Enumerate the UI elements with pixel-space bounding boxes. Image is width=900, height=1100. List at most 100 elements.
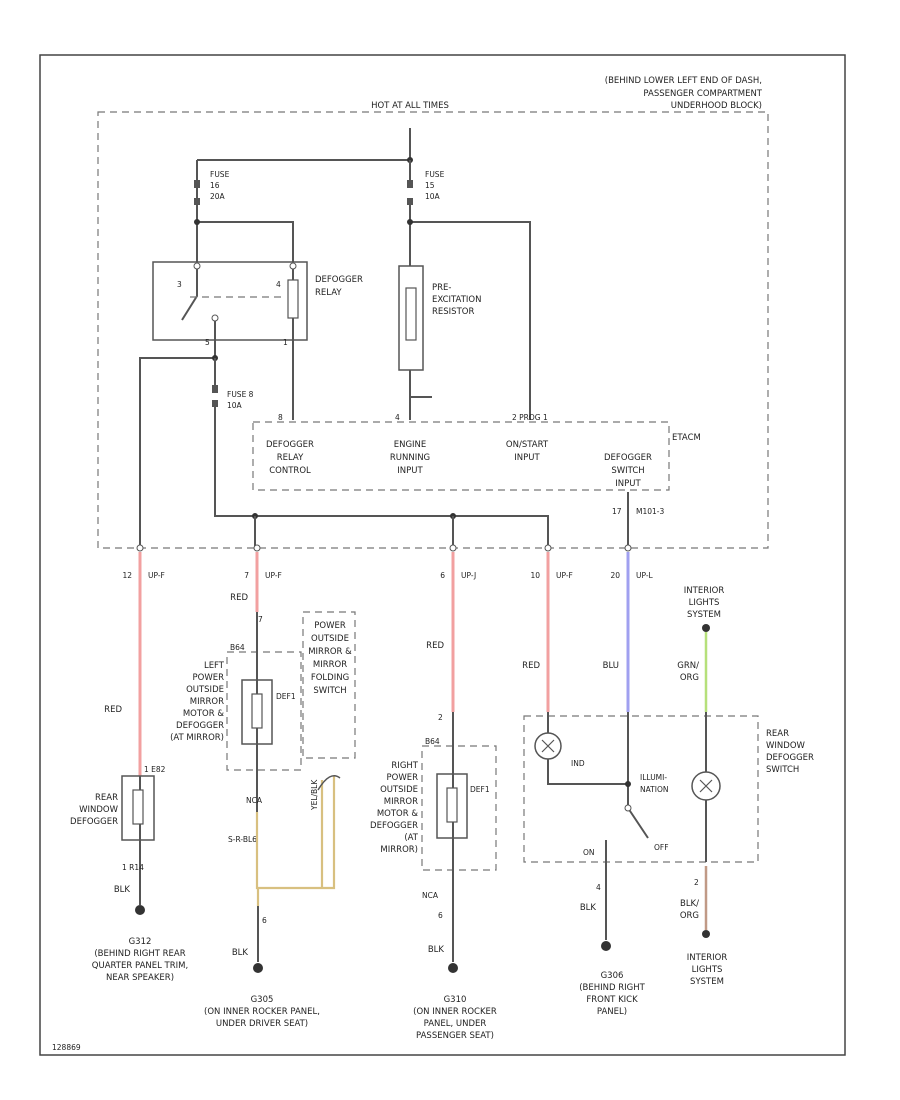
exit-terminal-1 [253, 544, 261, 552]
pre-excitation-resistor [398, 265, 424, 371]
right-mirror-name-3: OUTSIDE [380, 785, 418, 795]
fuse15-label-2: 15 [425, 181, 435, 190]
input-switch-1: DEFOGGER [604, 453, 652, 463]
input-engine-running-1: ENGINE [394, 440, 427, 450]
defogger-relay-box [152, 261, 308, 341]
fold-switch-name-1: POWER [314, 621, 346, 631]
right-mirror-pin-bottom: 6 [438, 911, 443, 920]
fuse16-label-2: 16 [210, 181, 220, 190]
switch-on-pin: 4 [596, 883, 601, 892]
right-mirror-wire-label: RED [426, 641, 444, 651]
g310-name: G310 [444, 995, 467, 1005]
on-start-input-wire [410, 221, 531, 420]
exit-terminal-3 [544, 544, 552, 552]
rear-defogger-name-2: WINDOW [79, 805, 119, 815]
location-line-2: PASSENGER COMPARTMENT [643, 89, 762, 99]
resistor-element-icon [405, 287, 417, 341]
defogger-switch-boundary [523, 715, 759, 863]
left-mirror-pin-top: 7 [258, 615, 263, 624]
switch-internal-junction [625, 781, 631, 787]
switch-on-wire-label: BLK [580, 903, 597, 913]
fold-switch-name-4: MIRROR [313, 660, 347, 670]
fuse8-label-1: FUSE 8 [227, 390, 254, 399]
input-switch-3: INPUT [615, 479, 641, 489]
switch-off-label: OFF [654, 843, 669, 852]
fuse15-label-1: FUSE [425, 170, 445, 179]
right-mirror-name-1: RIGHT [391, 761, 418, 771]
input-on-start-1: ON/START [506, 440, 549, 450]
input-relay-control-1: DEFOGGER [266, 440, 314, 450]
input-switch-2: SWITCH [611, 466, 644, 476]
illumination-label-2: NATION [640, 785, 668, 794]
relay-name-2: RELAY [315, 288, 342, 298]
exit-conn-4: UP-L [636, 571, 654, 580]
etacm-pin-b: 4 [395, 413, 400, 422]
left-mirror-name-5: MOTOR & [183, 709, 225, 719]
switch-name-1: REAR [766, 729, 789, 739]
relay-pin-top-right: 4 [276, 280, 281, 289]
exit-terminal-0 [136, 544, 144, 552]
input-relay-control-3: CONTROL [269, 466, 311, 476]
fuse16-icon-b [194, 198, 200, 205]
g306-desc-1: (BEHIND RIGHT [579, 983, 645, 993]
right-mirror-name-5: MOTOR & [377, 809, 419, 819]
relay-terminal-4 [289, 262, 297, 270]
fuse8-icon [212, 385, 218, 393]
right-mirror-name-6: DEFOGGER [370, 821, 418, 831]
exit-conn-2: UP-J [461, 571, 476, 580]
g312-desc-2: QUARTER PANEL TRIM, [92, 961, 188, 971]
switch-name-2: WINDOW [766, 741, 806, 751]
ils-top-1: INTERIOR [684, 586, 725, 596]
g305-desc-1: (ON INNER ROCKER PANEL, [204, 1007, 320, 1017]
input-on-start-2: INPUT [514, 453, 540, 463]
exit-conn-1: UP-F [265, 571, 282, 580]
input-engine-running-3: INPUT [397, 466, 423, 476]
fuse16-label-1: FUSE [210, 170, 230, 179]
left-mirror-name-4: MIRROR [190, 697, 224, 707]
switch-name-3: DEFOGGER [766, 753, 814, 763]
fold-switch-name-5: FOLDING [311, 673, 349, 683]
ground-g305-symbol [253, 963, 263, 973]
ils-top-3: SYSTEM [687, 610, 721, 620]
exit-pin-0: 12 [122, 571, 132, 580]
brown-wire-label-2: ORG [680, 911, 699, 921]
rear-defogger-wire-bottom: BLK [114, 885, 131, 895]
g312-desc-3: NEAR SPEAKER) [106, 973, 174, 983]
left-mirror-wire-bottom: BLK [232, 948, 249, 958]
left-mirror-name-7: (AT MIRROR) [170, 733, 224, 743]
right-mirror-element: DEF1 [470, 785, 490, 794]
fuse15-junction [407, 219, 413, 225]
illumination-lamp-cross [699, 779, 713, 793]
relay-feed-junction [194, 219, 200, 225]
g312-name: G312 [129, 937, 152, 947]
ground-g310-symbol [448, 963, 458, 973]
right-mirror-wire-bottom: BLK [428, 945, 445, 955]
ils-top-node [702, 624, 710, 632]
left-mirror-name-2: POWER [193, 673, 225, 683]
fuse8-icon-b [212, 400, 218, 407]
resistor-name-1: PRE- [432, 283, 451, 293]
switch-name-4: SWITCH [766, 765, 799, 775]
green-wire-label-2: ORG [680, 673, 699, 683]
switch-contact[interactable] [627, 807, 649, 839]
location-line-1: (BEHIND LOWER LEFT END OF DASH, [605, 76, 762, 86]
etacm-module-boundary [252, 421, 670, 491]
fuse15-icon-b [407, 198, 413, 205]
relay-coil-icon [287, 279, 299, 319]
ground-g312-symbol [135, 905, 145, 915]
left-mirror-harness: YEL/BLK [310, 779, 319, 811]
right-mirror-pin-top: 2 [438, 713, 443, 722]
exit-pin-1: 7 [244, 571, 249, 580]
right-mirror-name-4: MIRROR [384, 797, 418, 807]
fold-switch-name-3: MIRROR & [308, 647, 352, 657]
input-relay-control-2: RELAY [277, 453, 304, 463]
right-mirror-name-7: (AT [404, 833, 418, 843]
g306-desc-2: FRONT KICK [586, 995, 638, 1005]
relay-output-wire [139, 340, 216, 548]
relay-contact-switch [181, 269, 198, 321]
left-mirror-name-3: OUTSIDE [186, 685, 224, 695]
g305-desc-2: UNDER DRIVER SEAT) [216, 1019, 308, 1029]
right-mirror-conn: B64 [425, 737, 440, 746]
exit-conn-3: UP-F [556, 571, 573, 580]
